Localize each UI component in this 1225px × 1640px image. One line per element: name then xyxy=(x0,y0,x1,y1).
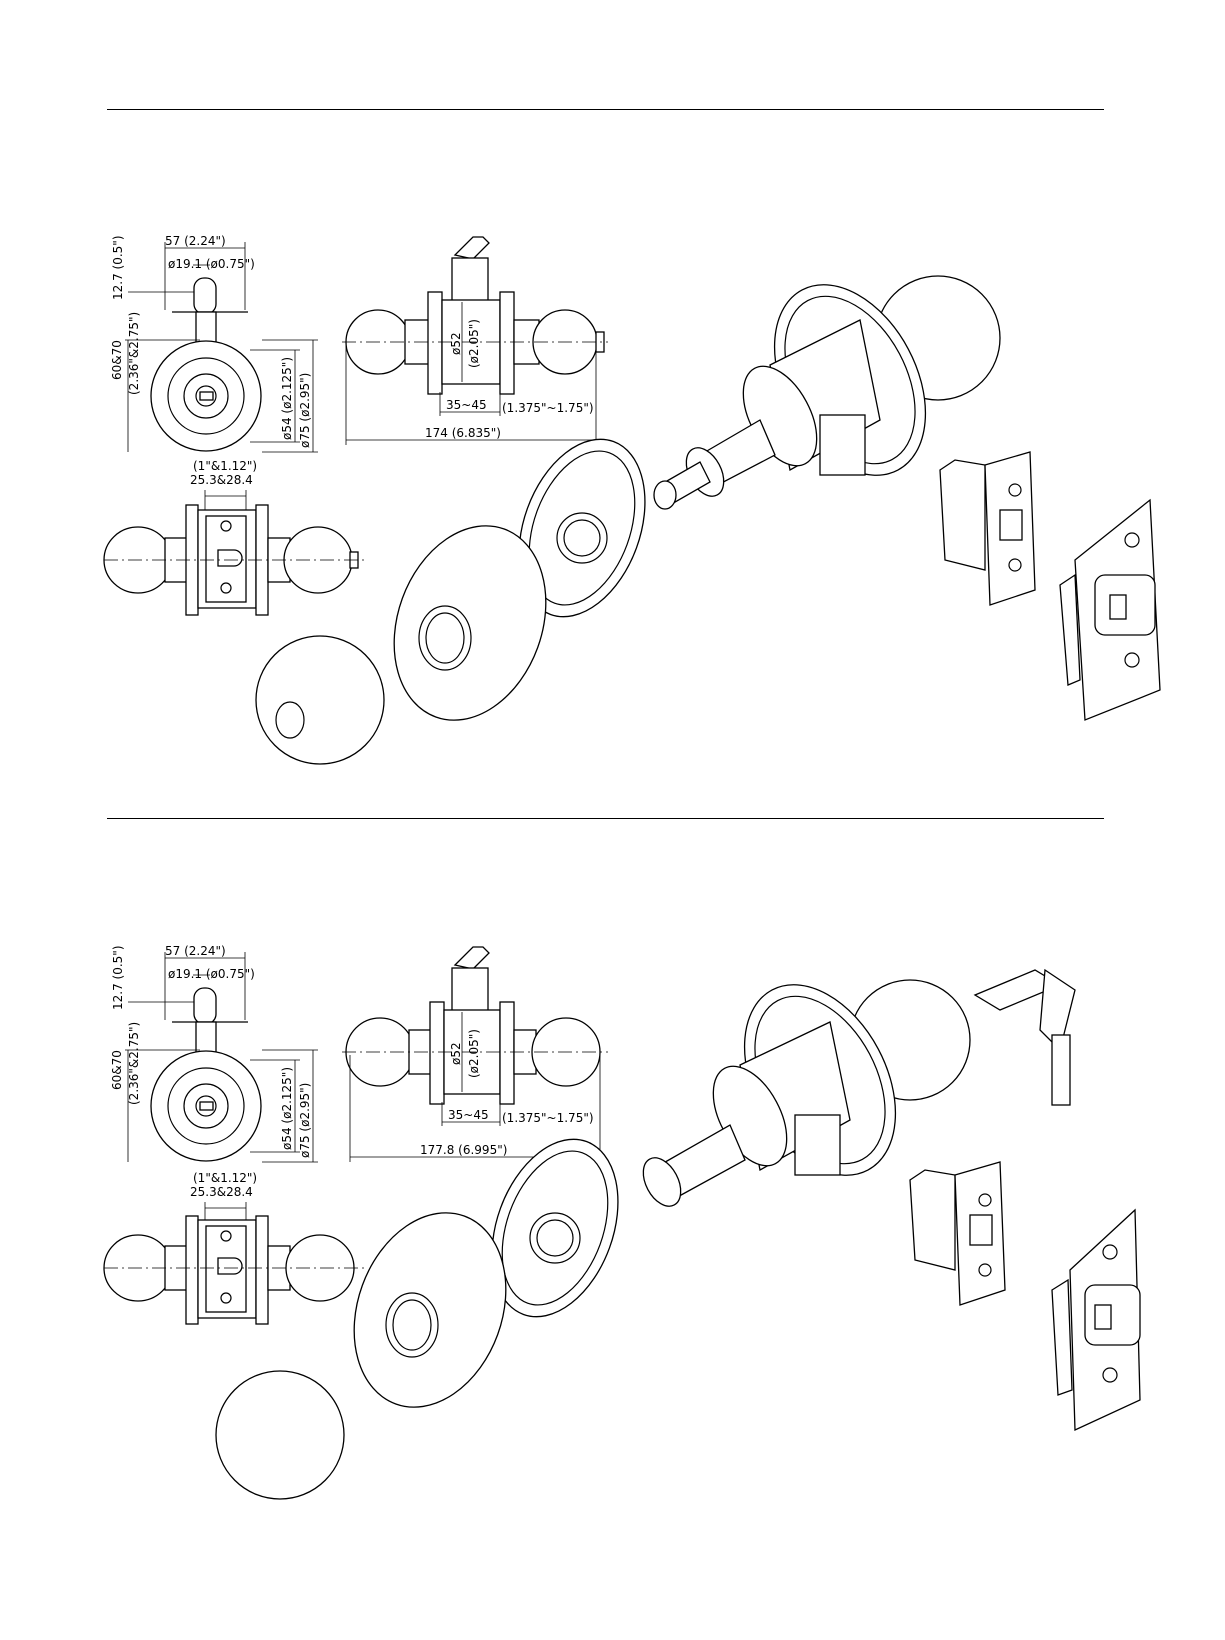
dim-protrusion: 12.7 (0.5") xyxy=(111,946,125,1011)
dim-bore: ø54 (ø2.125") xyxy=(280,1067,294,1150)
top-divider xyxy=(107,109,1104,110)
dim-backset-in: (2.36"&2.75") xyxy=(127,1022,141,1105)
dim-spindle: ø19.1 (ø0.75") xyxy=(168,257,255,271)
dim-cylinder-in: (ø2.05") xyxy=(467,1029,481,1078)
dim-rose: ø75 (ø2.95") xyxy=(298,1083,312,1158)
lockset-drawing-2: 57 (2.24") ø19.1 (ø0.75") 12.7 (0.5") 60… xyxy=(103,944,1141,1500)
dim-door-in: (1.375"~1.75") xyxy=(502,401,594,415)
side-view: ø52 (ø2.05") 35~45 (1.375"~1.75") 174 (6… xyxy=(342,236,608,445)
dim-door: 35~45 xyxy=(448,1108,489,1122)
dim-cylinder: ø52 xyxy=(449,332,463,355)
lockset-drawing-1: 57 (2.24") ø19.1 (ø0.75") 12.7 (0.5") 60… xyxy=(103,234,1161,765)
dim-backset-mm: 60&70 xyxy=(110,340,124,380)
dim-bore: ø54 (ø2.125") xyxy=(280,357,294,440)
dim-door-in: (1.375"~1.75") xyxy=(502,1111,594,1125)
top-view: (1"&1.12") 25.3&28.4 xyxy=(103,1171,368,1325)
dim-cylinder: ø52 xyxy=(449,1042,463,1065)
dim-spindle: ø19.1 (ø0.75") xyxy=(168,967,255,981)
front-view: 57 (2.24") ø19.1 (ø0.75") 12.7 (0.5") 60… xyxy=(110,234,318,453)
dim-latch-in: (1"&1.12") xyxy=(193,459,257,473)
front-view: 57 (2.24") ø19.1 (ø0.75") 12.7 (0.5") 60… xyxy=(110,944,318,1163)
dim-overall: 177.8 (6.995") xyxy=(420,1143,507,1157)
side-view: ø52 (ø2.05") 35~45 (1.375"~1.75") 177.8 … xyxy=(342,946,608,1162)
dim-overall: 174 (6.835") xyxy=(425,426,501,440)
dim-latch-in: (1"&1.12") xyxy=(193,1171,257,1185)
dim-cylinder-in: (ø2.05") xyxy=(467,319,481,368)
exploded-view xyxy=(255,275,1161,765)
dim-door: 35~45 xyxy=(446,398,487,412)
dim-width: 57 (2.24") xyxy=(165,234,226,248)
dim-protrusion: 12.7 (0.5") xyxy=(111,236,125,301)
dim-backset-mm: 60&70 xyxy=(110,1050,124,1090)
dim-width: 57 (2.24") xyxy=(165,944,226,958)
middle-divider xyxy=(107,818,1104,819)
dim-backset-in: (2.36"&2.75") xyxy=(127,312,141,395)
dim-latch-mm: 25.3&28.4 xyxy=(190,1185,253,1199)
dim-latch-mm: 25.3&28.4 xyxy=(190,473,253,487)
dim-rose: ø75 (ø2.95") xyxy=(298,373,312,448)
top-view: (1"&1.12") 25.3&28.4 xyxy=(103,459,368,616)
exploded-view xyxy=(215,968,1141,1500)
